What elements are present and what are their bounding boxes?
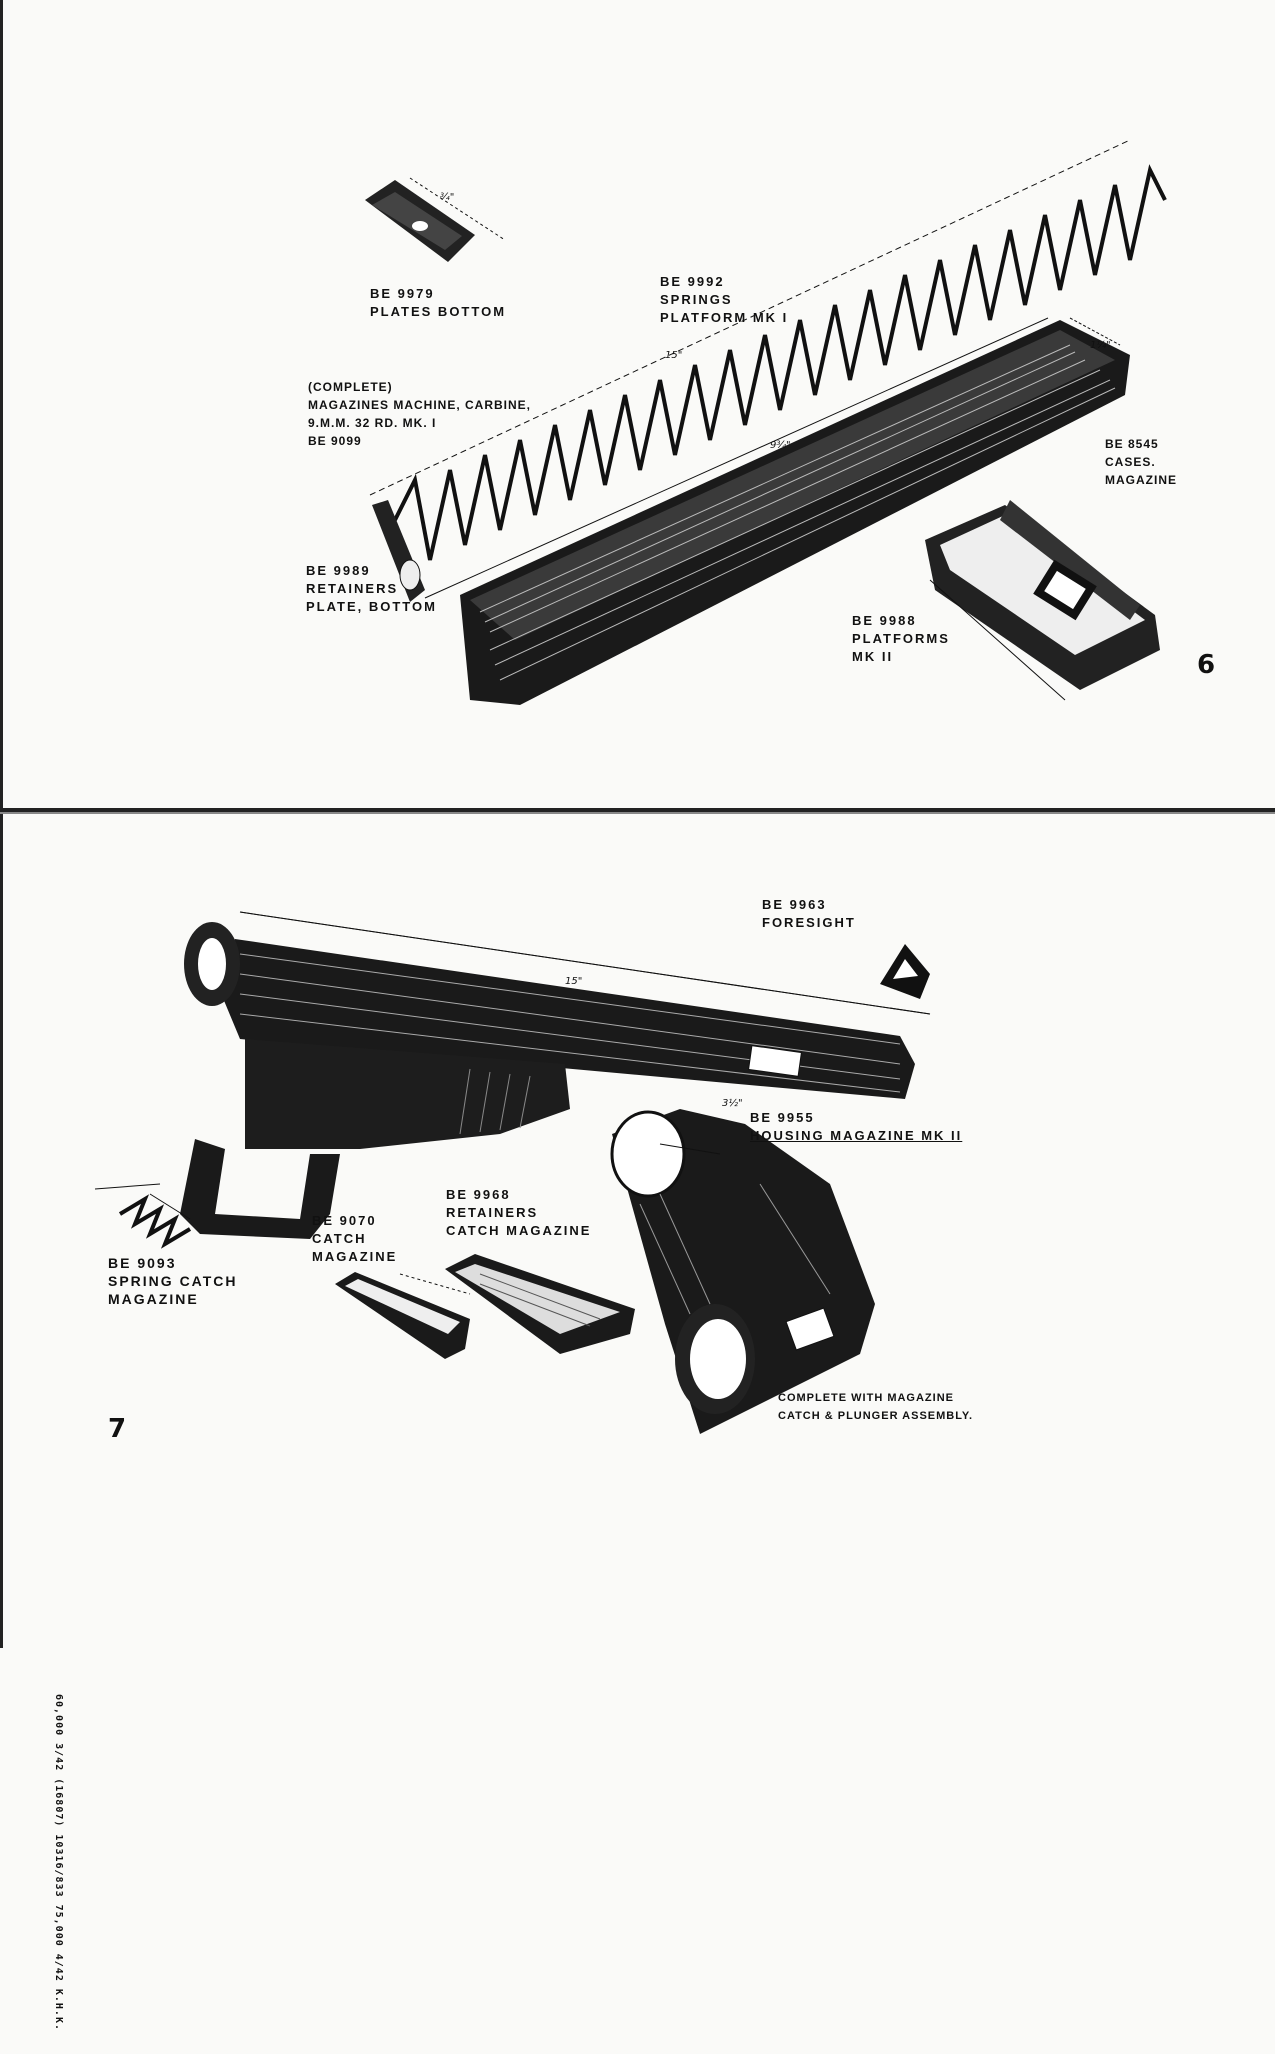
- label-housing-magazine: BE 9955 HOUSING MAGAZINE MK II: [750, 1110, 963, 1143]
- retainer-plate-drawing: [372, 500, 425, 602]
- label-plates-bottom: BE 9979 PLATES BOTTOM: [370, 286, 507, 319]
- label-retainers-plate: BE 9989 RETAINERS PLATE, BOTTOM: [306, 563, 437, 614]
- label-catch-magazine: BE 9070 CATCH MAGAZINE: [312, 1213, 398, 1264]
- label-retainers-catch: BE 9968 RETAINERS CATCH MAGAZINE: [446, 1187, 592, 1238]
- spring-catch-drawing: [94, 1183, 192, 1249]
- dim-spring-length: 15": [665, 350, 683, 361]
- lower-page: 60,000 3/42 (16807) 10316/833 75,000 4/4…: [0, 812, 1275, 2031]
- page-number-6: 6: [1197, 650, 1216, 680]
- upper-page: BE 9979 PLATES BOTTOM BE 9992 SPRINGS PL…: [0, 0, 1275, 812]
- label-magazine-complete: (COMPLETE) MAGAZINES MACHINE, CARBINE, 9…: [308, 380, 532, 448]
- print-run-note: 60,000 3/42 (16807) 10316/833 75,000 4/4…: [53, 1694, 64, 2031]
- label-springs-platform: BE 9992 SPRINGS PLATFORM MK I: [660, 274, 789, 325]
- label-foresight: BE 9963 FORESIGHT: [762, 897, 856, 930]
- platform-drawing: [925, 500, 1160, 701]
- barrel-housing-drawing: [180, 911, 931, 1239]
- page-edge: [0, 814, 3, 1648]
- housing-exploded-drawing: [94, 911, 931, 1434]
- catch-magazine-drawing: [335, 1272, 471, 1359]
- magazine-exploded-drawing: [365, 139, 1167, 705]
- retainers-catch-drawing: [445, 1254, 635, 1354]
- label-cases-magazine: BE 8545 CASES. MAGAZINE: [1105, 437, 1177, 487]
- dim-case-width: 1¼": [1090, 340, 1111, 351]
- magazine-case-drawing: [424, 317, 1130, 705]
- page-number-7: 7: [108, 1414, 127, 1444]
- label-spring-catch: BE 9093 SPRING CATCH MAGAZINE: [108, 1255, 238, 1307]
- magazine-spring-drawing: [369, 139, 1167, 561]
- label-platforms-mk2: BE 9988 PLATFORMS MK II: [852, 613, 950, 664]
- dim-case-length: 9¾": [770, 440, 791, 451]
- page-edge: [0, 0, 3, 808]
- dim-barrel-length: 15": [565, 976, 583, 987]
- dim-housing-dia: 3½": [722, 1098, 743, 1109]
- label-assembly-note: COMPLETE WITH MAGAZINE CATCH & PLUNGER A…: [778, 1392, 974, 1422]
- foresight-drawing: [880, 944, 930, 999]
- dim-plate-width: ¾": [440, 192, 455, 203]
- housing-magazine-drawing: [610, 1109, 875, 1434]
- plate-bottom-drawing: [365, 177, 506, 262]
